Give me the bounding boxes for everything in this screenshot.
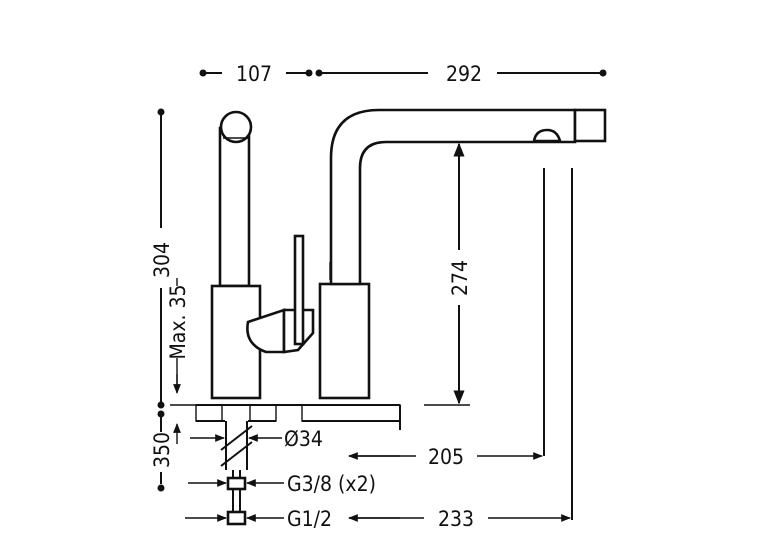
- mounting-shank: [220, 421, 253, 526]
- dimension-left: 304 Max. 35 350: [150, 108, 190, 492]
- dim-max35-label: Max. 35: [166, 284, 190, 359]
- dimension-reach-205: 205: [348, 168, 545, 469]
- lever-joint: [246, 308, 286, 354]
- dim-diameter-label: Ø34: [284, 427, 323, 451]
- dimension-reach-233: 233: [348, 168, 573, 531]
- spout-body: [318, 282, 371, 400]
- lever-rod: [293, 234, 305, 346]
- dim-g12-label: G1/2: [287, 507, 332, 531]
- dim-274-label: 274: [448, 260, 472, 296]
- handle-knob: [219, 110, 253, 144]
- dimension-top: 107 292: [199, 62, 607, 86]
- dimension-g38: G3/8 (x2): [188, 472, 376, 496]
- handle-lever: [218, 126, 251, 288]
- dim-304-label: 304: [150, 242, 174, 278]
- dim-350-label: 350: [150, 432, 174, 468]
- dim-g38-label: G3/8 (x2): [287, 472, 376, 496]
- faucet-body: [210, 108, 607, 400]
- dim-292-label: 292: [446, 62, 482, 86]
- dimension-diameter: Ø34: [190, 427, 323, 451]
- dimension-g12: G1/2: [185, 507, 332, 531]
- aerator: [532, 128, 562, 143]
- dim-205-label: 205: [428, 445, 464, 469]
- dim-107-label: 107: [236, 62, 272, 86]
- fitting-g38: [226, 476, 247, 491]
- countertop: [170, 404, 470, 430]
- fitting-g12: [226, 510, 247, 526]
- spout-head: [573, 108, 607, 143]
- dimension-spout-height: 274: [448, 142, 472, 405]
- dim-233-label: 233: [438, 507, 474, 531]
